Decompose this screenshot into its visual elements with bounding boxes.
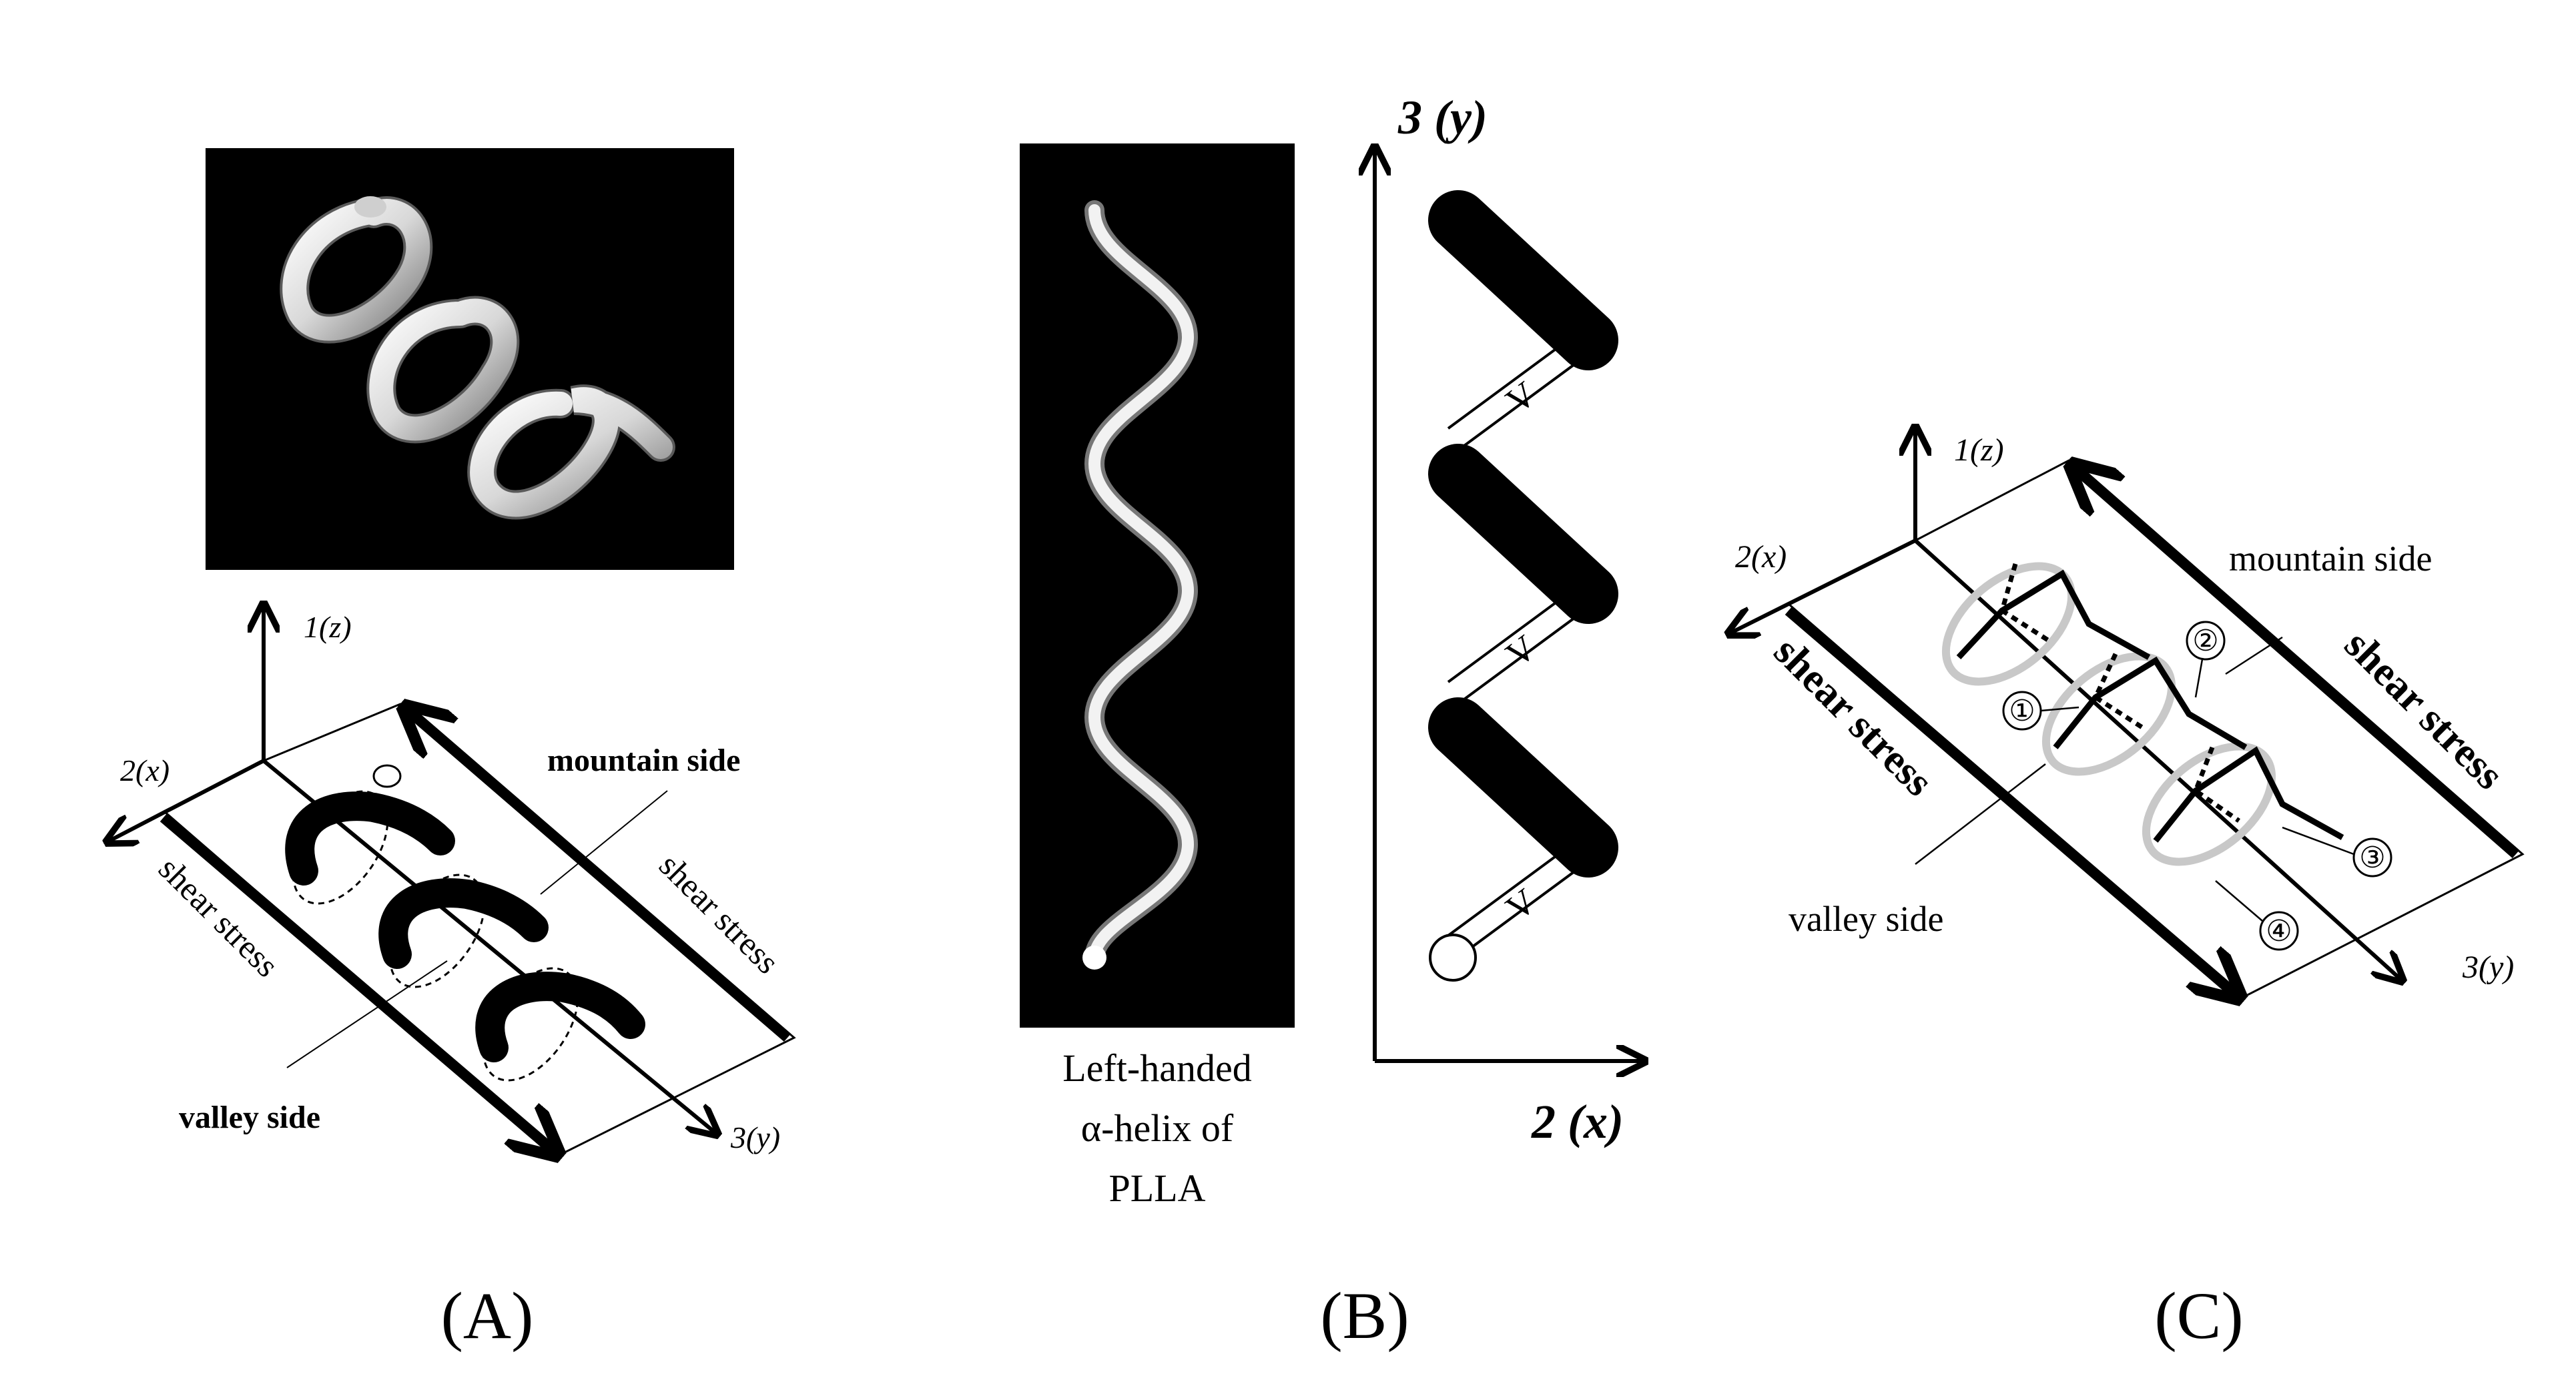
caption-b: (B) [1320,1279,1409,1353]
marker-3: ③ [2359,841,2385,874]
axis-x-c [1728,539,1917,634]
marker-leaders-c [1915,636,2354,922]
axis-x-label-a: 2(x) [120,753,170,787]
helix-render-b [1082,200,1199,970]
axes-a [107,604,717,1134]
axis-y-label-b: 3 (y) [1397,91,1488,144]
shear-arrow-left-a [159,813,554,1151]
panel-c: ① ② ③ ④ 1(z) 2(x) 3(y) mountain side val… [1728,427,2525,1353]
helix-photo-a [206,148,734,570]
axis-y-label-a: 3(y) [730,1120,780,1154]
helix-caption-line3: PLLA [1109,1166,1206,1210]
marker-4: ④ [2266,915,2292,948]
shear-arrow-right-a [408,711,791,1042]
helix-caption-b: Left-handed α-helix of PLLA [1062,1046,1251,1210]
helix-caption-line2: α-helix of [1081,1106,1234,1150]
coils-a [285,764,645,1082]
mountain-side-label-a: mountain side [547,743,740,778]
panel-a: 1(z) 2(x) 3(y) mountain side valley side… [107,148,796,1353]
marker-labels-c: ① ② ③ ④ [2009,625,2385,948]
axis-z-label-a: 1(z) [304,610,352,644]
axis-y-label-c: 3(y) [2462,950,2514,985]
axes-b [1375,147,1645,1061]
marker-2: ② [2192,625,2218,657]
axis-x-label-c: 2(x) [1735,539,1787,575]
helix-render-a [280,196,675,520]
shear-arrow-left-c [1785,606,2236,994]
shear-arrow-right-c [2075,468,2520,859]
shear-stress-right-a: shear stress [652,846,787,981]
axis-x-label-b: 2 (x) [1531,1095,1624,1148]
valley-side-label-a: valley side [179,1100,320,1135]
mountain-leader-a [540,790,668,895]
valley-leader-a [286,960,448,1068]
marker-1: ① [2009,695,2035,727]
mountain-side-label-c: mountain side [2229,539,2432,579]
helix-caption-line1: Left-handed [1062,1046,1251,1090]
axis-z-label-c: 1(z) [1954,432,2004,468]
axis-x-a [107,759,265,842]
zigzag-b [1428,190,1618,982]
axis-y-a [262,759,717,1134]
panel-b: Left-handed α-helix of PLLA 3 (y) 2 (x) [1020,91,1645,1353]
caption-c: (C) [2154,1279,2243,1353]
valley-side-label-c: valley side [1789,899,1943,939]
zigzag-c [1956,563,2344,843]
axis-y-c [1913,539,2402,981]
caption-a: (A) [441,1279,534,1353]
markers-c [2002,621,2392,951]
